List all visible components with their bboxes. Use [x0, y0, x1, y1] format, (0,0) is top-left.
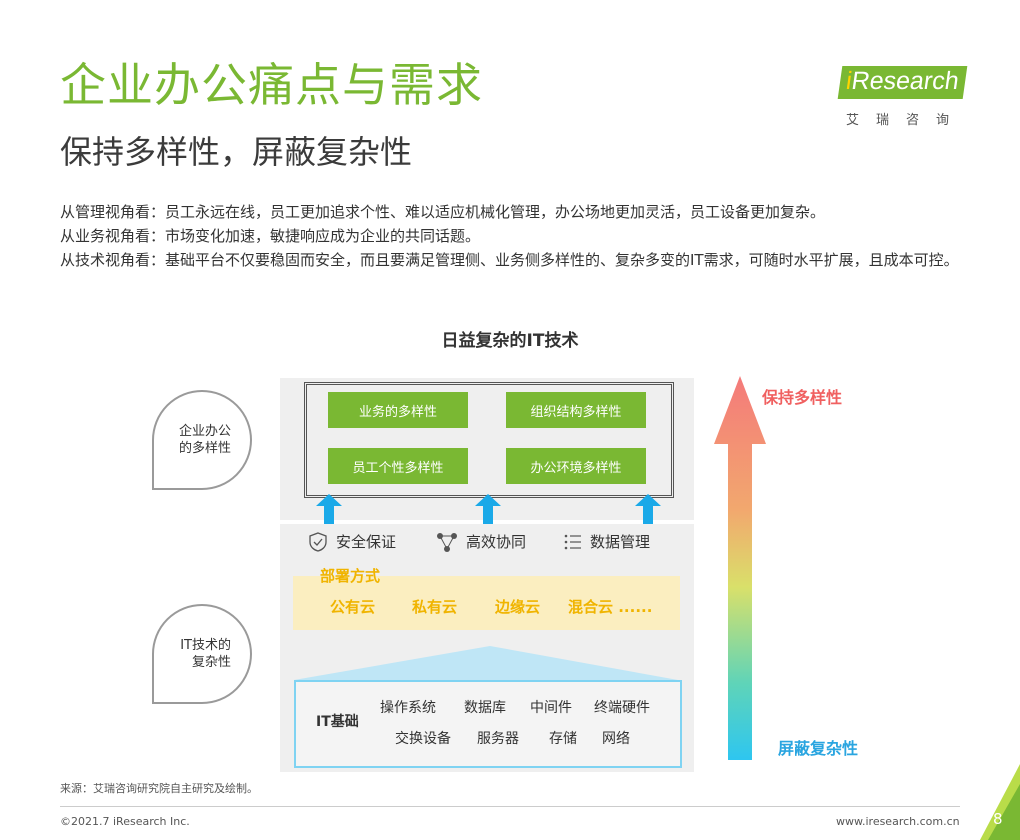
- shield-icon: [309, 531, 327, 552]
- deploy-edge-cloud: 边缘云: [495, 598, 541, 616]
- intro-business: 从业务视角看：市场变化加速，敏捷响应成为企业的共同话题。: [60, 227, 481, 245]
- deploy-private-cloud: 私有云: [412, 598, 458, 616]
- up-arrow-icon: [316, 494, 342, 524]
- infra-network: 网络: [602, 731, 630, 747]
- box-org-diversity: 组织结构多样性: [506, 392, 646, 428]
- gradient-up-arrow: [714, 376, 766, 760]
- bubble-it-complexity: IT技术的复杂性: [152, 604, 252, 704]
- logo-word: Research: [849, 67, 961, 95]
- box-workplace-diversity: 办公环境多样性: [506, 448, 646, 484]
- page-number: 8: [993, 810, 1003, 828]
- bubble-office-diversity: 企业办公的多样性: [152, 390, 252, 490]
- footer-divider: [60, 806, 960, 807]
- source-note: 来源：艾瑞咨询研究院自主研究及绘制。: [60, 782, 258, 795]
- page-subtitle: 保持多样性，屏蔽复杂性: [60, 133, 413, 171]
- shield-complexity-label: 屏蔽复杂性: [778, 739, 859, 758]
- keep-diversity-label: 保持多样性: [762, 388, 843, 407]
- infra-database: 数据库: [464, 700, 506, 716]
- deployment-title: 部署方式: [320, 567, 381, 585]
- infra-server: 服务器: [477, 731, 519, 747]
- feature-data-management: 数据管理: [564, 531, 650, 552]
- infra-os: 操作系统: [380, 700, 436, 716]
- page-title: 企业办公痛点与需求: [60, 58, 483, 112]
- feature-security: 安全保证: [308, 531, 396, 552]
- infra-middleware: 中间件: [530, 700, 572, 716]
- corner-decoration: [980, 764, 1020, 840]
- diagram-title: 日益复杂的IT技术: [441, 331, 579, 351]
- infra-switch: 交换设备: [395, 731, 451, 747]
- iresearch-logo: iResearch 艾瑞咨询: [837, 62, 968, 128]
- deploy-public-cloud: 公有云: [330, 598, 376, 616]
- logo-wordmark: iResearch: [837, 66, 967, 99]
- deploy-hybrid-cloud: 混合云 ......: [568, 598, 653, 616]
- collaboration-icon: [437, 532, 457, 552]
- list-icon: [564, 534, 581, 549]
- up-arrow-icon: [475, 494, 501, 524]
- intro-management: 从管理视角看：员工永远在线，员工更加追求个性、难以适应机械化管理，办公场地更加灵…: [60, 203, 826, 221]
- it-infrastructure-box: [294, 680, 682, 768]
- deployment-band: [293, 576, 680, 630]
- infra-terminal-hardware: 终端硬件: [594, 700, 650, 716]
- copyright: ©2021.7 iResearch Inc.: [60, 815, 190, 828]
- box-employee-diversity: 员工个性多样性: [328, 448, 468, 484]
- logo-chinese: 艾瑞咨询: [846, 113, 967, 128]
- website: www.iresearch.com.cn: [836, 815, 960, 828]
- feature-collaboration: 高效协同: [436, 531, 526, 552]
- infra-storage: 存储: [549, 731, 577, 747]
- foundation-trapezoid: [294, 646, 678, 680]
- it-infrastructure-label: IT基础: [316, 714, 359, 730]
- up-arrow-icon: [635, 494, 661, 524]
- box-business-diversity: 业务的多样性: [328, 392, 468, 428]
- intro-technology: 从技术视角看：基础平台不仅要稳固而安全，而且要满足管理侧、业务侧多样性的、复杂多…: [60, 251, 959, 269]
